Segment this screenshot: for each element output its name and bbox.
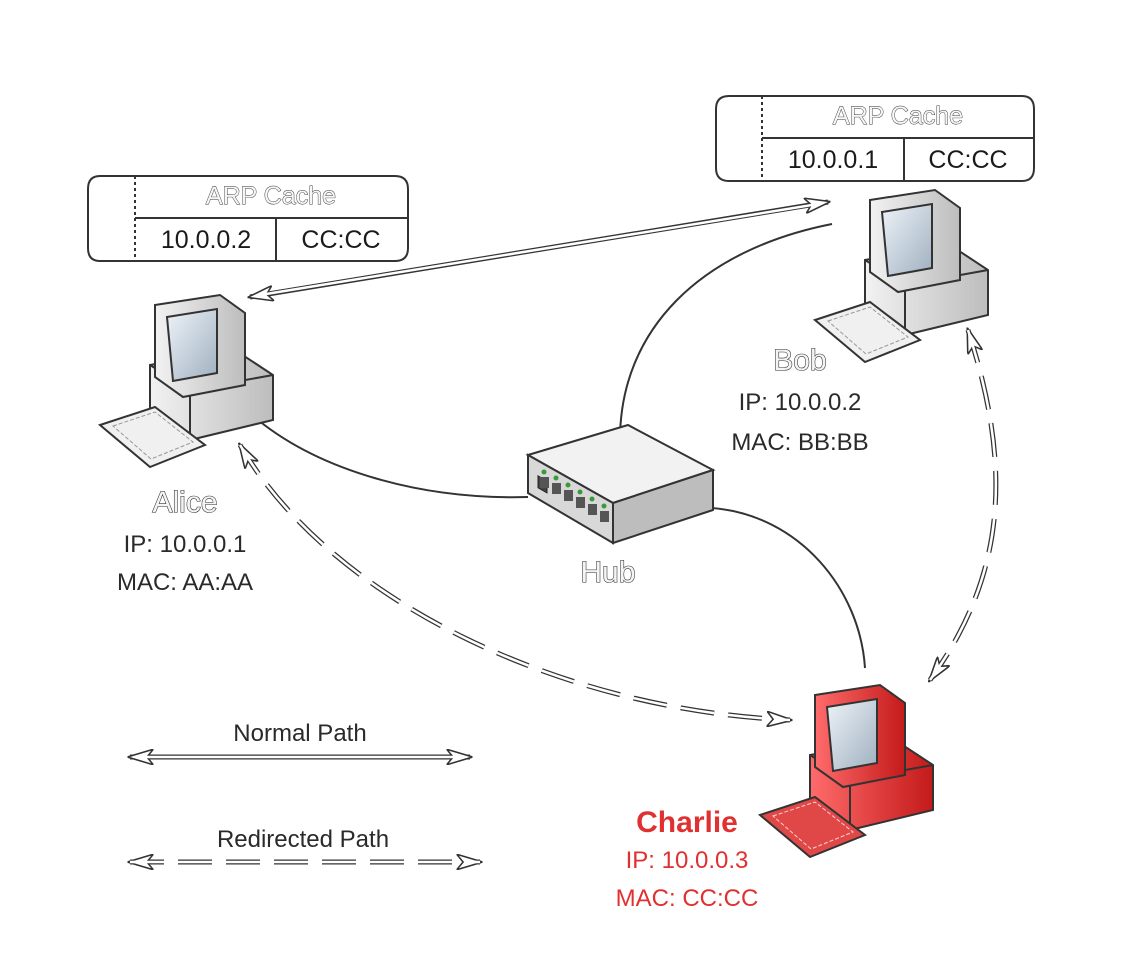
legend-redirected-path: Redirected Path: [130, 826, 480, 862]
cable-alice-hub: [257, 419, 529, 499]
arp-cache-alice-ip: 10.0.0.2: [161, 226, 251, 254]
arp-cache-bob-ip: 10.0.0.1: [788, 146, 878, 174]
charlie-mac: MAC: CC:CC: [616, 885, 759, 912]
alice-ip: IP: 10.0.0.1: [124, 531, 247, 558]
redirected-path-alice-charlie: [240, 445, 790, 720]
charlie-computer-icon: [757, 683, 934, 859]
bob-name: Bob: [773, 344, 826, 377]
hub-name: Hub: [580, 556, 635, 589]
charlie-ip: IP: 10.0.0.3: [626, 847, 749, 874]
arp-cache-alice-mac: CC:CC: [301, 226, 380, 254]
arp-cache-bob-mac: CC:CC: [928, 146, 1007, 174]
bob-mac: MAC: BB:BB: [731, 429, 868, 456]
arp-cache-bob-header: ARP Cache: [833, 102, 963, 130]
redirected-path-bob-charlie: [930, 330, 999, 680]
legend-normal-path: Normal Path: [130, 720, 470, 757]
arp-cache-alice: ARP Cache 10.0.0.2 CC:CC: [87, 175, 409, 262]
hub-icon: [525, 423, 716, 545]
charlie-name: Charlie: [636, 806, 738, 839]
arp-cache-alice-header: ARP Cache: [206, 182, 336, 210]
legend: Normal Path Redirected Path: [130, 720, 480, 862]
alice-mac: MAC: AA:AA: [117, 569, 253, 596]
alice-computer-icon: [97, 293, 274, 469]
bob-ip: IP: 10.0.0.2: [739, 389, 862, 416]
legend-redirected-path-label: Redirected Path: [217, 826, 389, 853]
arp-cache-bob: ARP Cache 10.0.0.1 CC:CC: [715, 95, 1035, 182]
alice-name: Alice: [152, 486, 217, 519]
cable-hub-charlie: [711, 507, 866, 669]
normal-path-arrow: [250, 202, 828, 297]
bob-computer-icon: [812, 188, 989, 364]
legend-normal-path-label: Normal Path: [233, 720, 366, 747]
